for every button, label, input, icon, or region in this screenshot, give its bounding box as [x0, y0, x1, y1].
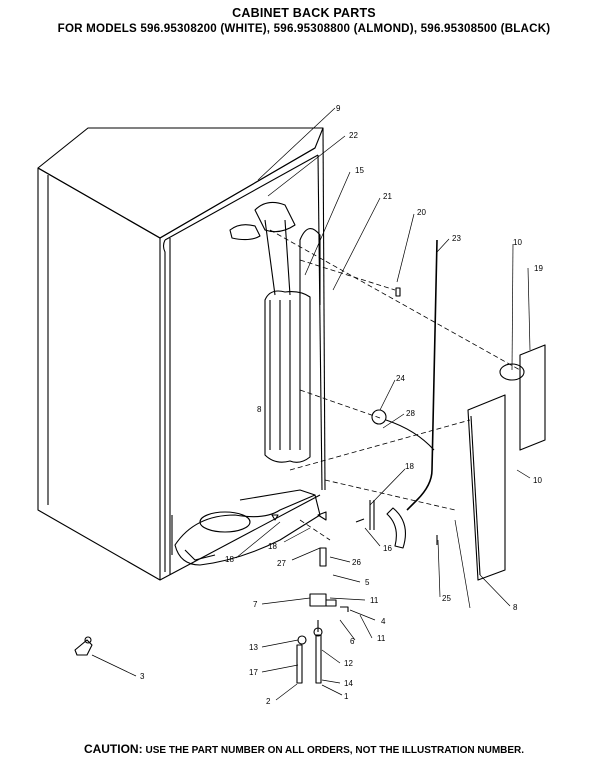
caution-label: CAUTION: — [83, 742, 143, 756]
models-subtitle: FOR MODELS 596.95308200 (WHITE), 596.953… — [57, 22, 551, 35]
callout-11-upper: 11 — [370, 596, 379, 605]
callout-19: 19 — [534, 264, 543, 273]
caution-text: USE THE PART NUMBER ON ALL ORDERS, NOT T… — [145, 745, 525, 756]
callout-24: 24 — [396, 374, 405, 383]
diagram-title: CABINET BACK PARTS — [232, 6, 376, 20]
callout-18-mid: 18 — [268, 542, 277, 551]
callout-17: 17 — [249, 668, 258, 677]
callout-16: 16 — [383, 544, 392, 553]
callout-18-upper: 18 — [405, 462, 414, 471]
callout-25: 25 — [442, 594, 451, 603]
callout-23: 23 — [452, 234, 461, 243]
callout-2: 2 — [266, 697, 271, 706]
cabinet-body — [37, 127, 326, 581]
compressor-area — [171, 489, 321, 566]
callout-6: 6 — [350, 637, 355, 646]
callout-8-right: 8 — [513, 603, 518, 612]
callout-12: 12 — [344, 659, 353, 668]
callout-22: 22 — [349, 131, 358, 140]
callout-10-upper: 10 — [513, 238, 522, 247]
callout-9: 9 — [336, 104, 341, 113]
callout-14: 14 — [344, 679, 353, 688]
callout-4: 4 — [381, 617, 386, 626]
callout-20: 20 — [417, 208, 426, 217]
callout-18-lower: 18 — [225, 555, 234, 564]
callout-26: 26 — [352, 558, 361, 567]
callout-10-lower: 10 — [533, 476, 542, 485]
callout-21: 21 — [383, 192, 392, 201]
caution-note: CAUTION: USE THE PART NUMBER ON ALL ORDE… — [0, 742, 608, 756]
callout-7: 7 — [253, 600, 258, 609]
callout-5: 5 — [365, 578, 370, 587]
callout-8-left: 8 — [257, 405, 262, 414]
callout-labels: 9 22 15 21 20 23 10 19 24 28 10 18 8 16 … — [140, 104, 543, 706]
callout-3: 3 — [140, 672, 145, 681]
condenser-coil — [229, 201, 321, 463]
callout-1: 1 — [344, 692, 349, 701]
callout-13: 13 — [249, 643, 258, 652]
callout-11-lower: 11 — [377, 634, 386, 643]
callout-27: 27 — [277, 559, 286, 568]
callout-28: 28 — [406, 409, 415, 418]
callout-15: 15 — [355, 166, 364, 175]
